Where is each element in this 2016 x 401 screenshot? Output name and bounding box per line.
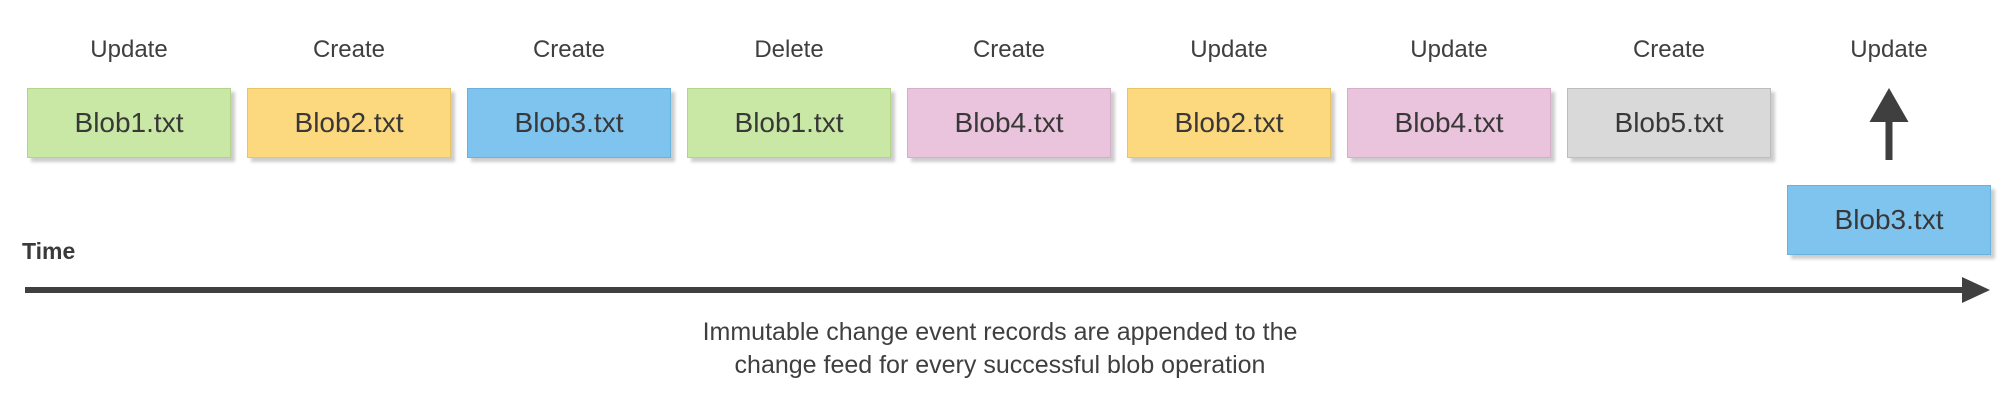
operation-label: Update [1190,36,1268,63]
blob-name: Blob4.txt [954,107,1064,138]
time-axis-arrowhead-icon [1962,277,1990,303]
operation-label: Create [312,36,386,63]
time-axis-label: Time [22,238,76,264]
blob-name: Blob2.txt [294,107,404,138]
blob-box: Blob5.txt [1567,88,1771,158]
blob-name: Blob3.txt [1834,204,1944,235]
blob-name: Blob1.txt [734,107,844,138]
event-column: Delete Blob1.txt [687,0,891,401]
blob-box: Blob2.txt [1127,88,1331,158]
blob-box: Blob1.txt [687,88,891,158]
operation-label: Create [1632,36,1706,63]
event-column: Create Blob2.txt [247,0,451,401]
blob-box: Blob1.txt [27,88,231,158]
blob-name: Blob3.txt [514,107,624,138]
blob-name: Blob5.txt [1614,107,1724,138]
event-column: Create Blob4.txt [907,0,1111,401]
caption-line-1: Immutable change event records are appen… [702,318,1298,346]
event-column: Update Blob1.txt [27,0,231,401]
blob-name: Blob1.txt [74,107,184,138]
operation-label: Update [1410,36,1488,63]
event-column: Update Blob2.txt [1127,0,1331,401]
append-up-arrow-icon [1869,88,1909,160]
blob-name: Blob2.txt [1174,107,1284,138]
caption-line-2: change feed for every successful blob op… [734,351,1266,379]
operation-label: Create [532,36,606,63]
operation-label: Update [1850,36,1928,63]
event-column-appending: Update Blob3.txt [1787,0,1991,401]
blob-box: Blob4.txt [1347,88,1551,158]
operation-label: Create [972,36,1046,63]
blob-box: Blob3.txt [467,88,671,158]
time-axis-line [25,287,1965,293]
event-column: Update Blob4.txt [1347,0,1551,401]
blob-name: Blob4.txt [1394,107,1504,138]
blob-box: Blob3.txt [1787,185,1991,255]
operation-label: Update [90,36,168,63]
caption: Immutable change event records are appen… [0,316,2000,382]
operation-label: Delete [754,36,824,63]
blob-box: Blob2.txt [247,88,451,158]
event-column: Create Blob5.txt [1567,0,1771,401]
blob-box: Blob4.txt [907,88,1111,158]
event-column: Create Blob3.txt [467,0,671,401]
